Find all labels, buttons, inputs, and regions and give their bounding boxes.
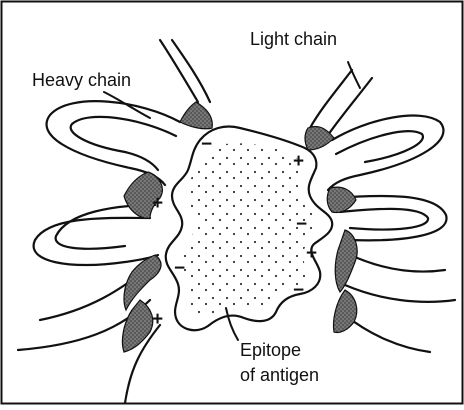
- charge-minus-top-left: −: [201, 134, 212, 155]
- charge-plus-left-upper: +: [152, 193, 163, 214]
- light-chain-leader: [348, 62, 360, 88]
- light-chain-label: Light chain: [250, 29, 337, 49]
- charge-plus-right-mid: +: [306, 243, 317, 264]
- left-loop-mid-outer: [34, 218, 158, 265]
- left-contact-top: [180, 102, 212, 129]
- right-contact-bottom: [333, 290, 356, 333]
- right-loop-top-outer: [328, 116, 443, 190]
- right-lower-strand-2: [345, 285, 455, 302]
- right-lower-strand-3: [345, 315, 430, 352]
- charge-plus-top-right: +: [293, 151, 304, 172]
- right-contact-top: [305, 126, 334, 150]
- heavy-chain-leader: [104, 92, 150, 118]
- charge-plus-left-bottom: +: [152, 309, 163, 330]
- left-loop-top-outer: [47, 101, 180, 185]
- right-contact-lower: [335, 230, 357, 292]
- left-upper-strand-inner: [172, 40, 210, 102]
- heavy-chain-label: Heavy chain: [32, 70, 131, 90]
- right-upper-strand-inner: [328, 78, 372, 135]
- right-loop-top-inner: [336, 131, 423, 162]
- right-upper-strand-outer: [310, 70, 352, 128]
- left-loop-top-inner: [71, 117, 176, 170]
- charge-minus-right-mid: −: [296, 214, 307, 235]
- charge-minus-right-lower: −: [293, 280, 304, 301]
- epitope-label-line1: Epitope: [240, 340, 301, 360]
- right-contact-mid: [327, 187, 356, 212]
- epitope-label-line2: of antigen: [240, 365, 319, 385]
- charge-minus-left-lower: −: [174, 258, 185, 279]
- right-loop-mid-inner: [340, 209, 428, 230]
